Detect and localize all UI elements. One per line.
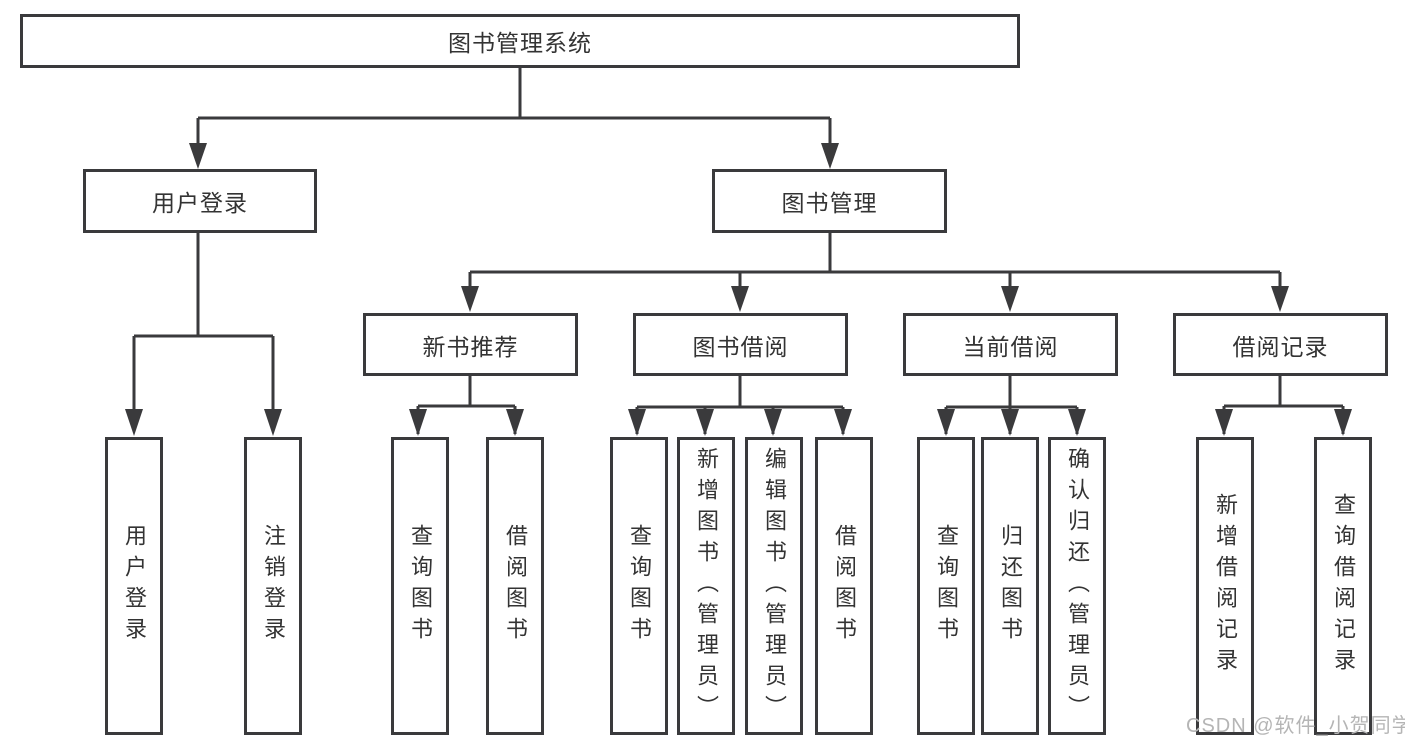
leaf-query-books-3-label: 查询图书 — [934, 524, 959, 648]
node-book-management: 图书管理 — [712, 169, 947, 233]
leaf-add-books-admin: 新增图书（管理员） — [677, 437, 735, 735]
leaf-borrow-books-2: 借阅图书 — [815, 437, 873, 735]
leaf-user-login-label: 用户登录 — [122, 524, 147, 648]
node-borrow-records: 借阅记录 — [1173, 313, 1388, 376]
leaf-query-books-3: 查询图书 — [917, 437, 975, 735]
watermark: CSDN @软件_小贺同学 — [1186, 715, 1405, 737]
leaf-query-books-2: 查询图书 — [610, 437, 668, 735]
leaf-add-books-admin-label: 新增图书（管理员） — [694, 446, 719, 726]
leaf-query-borrow-record-label: 查询借阅记录 — [1331, 493, 1356, 679]
leaf-edit-books-admin: 编辑图书（管理员） — [745, 437, 803, 735]
node-new-book-recommend: 新书推荐 — [363, 313, 578, 376]
leaf-logout: 注销登录 — [244, 437, 302, 735]
node-current-borrow: 当前借阅 — [903, 313, 1118, 376]
leaf-borrow-books-1: 借阅图书 — [486, 437, 544, 735]
leaf-user-login: 用户登录 — [105, 437, 163, 735]
leaf-add-borrow-record-label: 新增借阅记录 — [1213, 493, 1238, 679]
leaf-borrow-books-1-label: 借阅图书 — [503, 524, 528, 648]
leaf-logout-label: 注销登录 — [261, 524, 286, 648]
leaf-borrow-books-2-label: 借阅图书 — [832, 524, 857, 648]
leaf-query-borrow-record: 查询借阅记录 — [1314, 437, 1372, 735]
leaf-confirm-return-admin-label: 确认归还（管理员） — [1065, 446, 1090, 726]
leaf-return-books: 归还图书 — [981, 437, 1039, 735]
leaf-edit-books-admin-label: 编辑图书（管理员） — [762, 446, 787, 726]
node-book-borrow: 图书借阅 — [633, 313, 848, 376]
node-user-login: 用户登录 — [83, 169, 317, 233]
leaf-add-borrow-record: 新增借阅记录 — [1196, 437, 1254, 735]
node-root-system: 图书管理系统 — [20, 14, 1020, 68]
leaf-query-books-2-label: 查询图书 — [627, 524, 652, 648]
leaf-confirm-return-admin: 确认归还（管理员） — [1048, 437, 1106, 735]
leaf-query-books-1-label: 查询图书 — [408, 524, 433, 648]
arrowheads — [125, 143, 1352, 436]
leaf-return-books-label: 归还图书 — [998, 524, 1023, 648]
leaf-query-books-1: 查询图书 — [391, 437, 449, 735]
